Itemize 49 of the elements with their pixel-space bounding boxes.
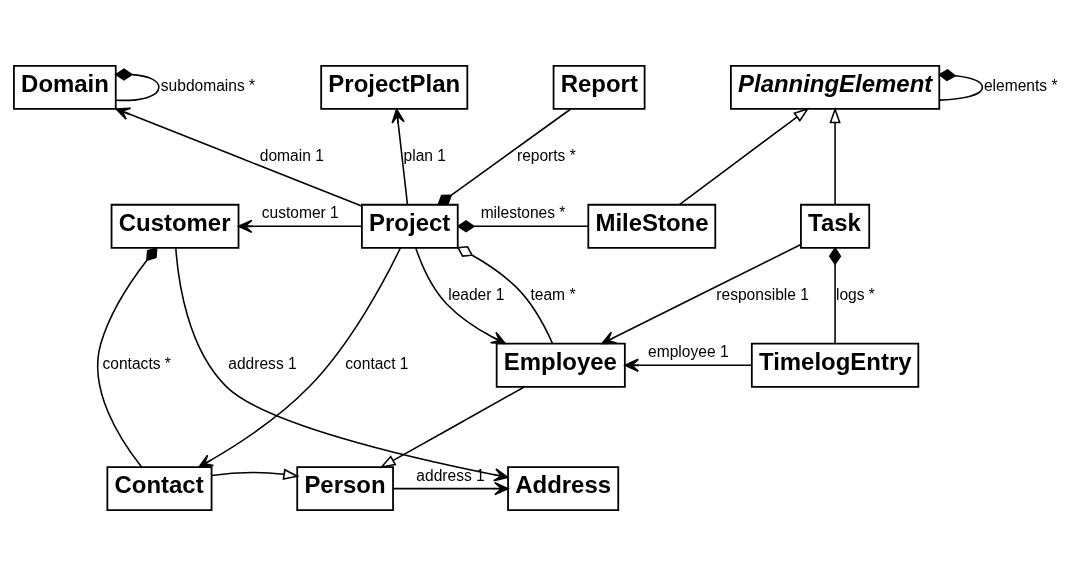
edge-label: domain 1 bbox=[259, 146, 324, 164]
arrow bbox=[175, 247, 509, 482]
connector bbox=[828, 246, 842, 345]
connector bbox=[456, 245, 554, 345]
connector bbox=[96, 246, 158, 468]
arrow bbox=[391, 108, 409, 206]
arrow bbox=[415, 247, 506, 345]
connector bbox=[437, 108, 572, 206]
arrow bbox=[379, 386, 525, 469]
edge-label: employee 1 bbox=[648, 343, 729, 361]
connector bbox=[937, 69, 984, 101]
node-box: TimelogEntry bbox=[750, 342, 920, 388]
node-box: PlanningElement bbox=[729, 64, 941, 110]
node-box: Contact bbox=[106, 466, 213, 512]
arrow bbox=[624, 358, 753, 372]
edge-label: contacts * bbox=[102, 355, 171, 373]
arrow bbox=[198, 247, 402, 468]
node-box: ProjectPlan bbox=[320, 64, 469, 110]
arrow bbox=[392, 481, 509, 496]
connector bbox=[456, 220, 589, 233]
arrow bbox=[601, 243, 802, 345]
node-box: MileStone bbox=[587, 203, 717, 249]
node-box: Report bbox=[552, 64, 646, 110]
edge-label: customer 1 bbox=[261, 204, 339, 222]
arrow bbox=[237, 219, 363, 233]
node-box: Person bbox=[296, 466, 394, 512]
edge-label: responsible 1 bbox=[716, 285, 809, 303]
node-box: Customer bbox=[110, 203, 240, 249]
arrow bbox=[829, 106, 841, 206]
arrow bbox=[678, 107, 810, 206]
edge-label: logs * bbox=[835, 285, 875, 303]
edge-label: address 1 bbox=[228, 355, 297, 373]
node-box: Domain bbox=[13, 64, 117, 110]
node-box: Project bbox=[361, 203, 459, 249]
edge-label: reports * bbox=[516, 146, 576, 164]
arrow bbox=[210, 468, 300, 480]
connector bbox=[114, 68, 160, 102]
node-box: Task bbox=[800, 203, 871, 249]
edge-label: leader 1 bbox=[448, 285, 505, 303]
arrow bbox=[115, 107, 363, 207]
edge-label: team * bbox=[530, 285, 576, 303]
edge-label: subdomains * bbox=[160, 77, 256, 95]
edge-label: contact 1 bbox=[345, 355, 409, 373]
edge-label: address 1 bbox=[416, 466, 485, 484]
edge-label: milestones * bbox=[480, 204, 566, 222]
node-box: Employee bbox=[495, 342, 626, 388]
edge-label: elements * bbox=[983, 77, 1058, 95]
edge-label: plan 1 bbox=[403, 146, 446, 164]
node-box: Address bbox=[507, 466, 620, 512]
